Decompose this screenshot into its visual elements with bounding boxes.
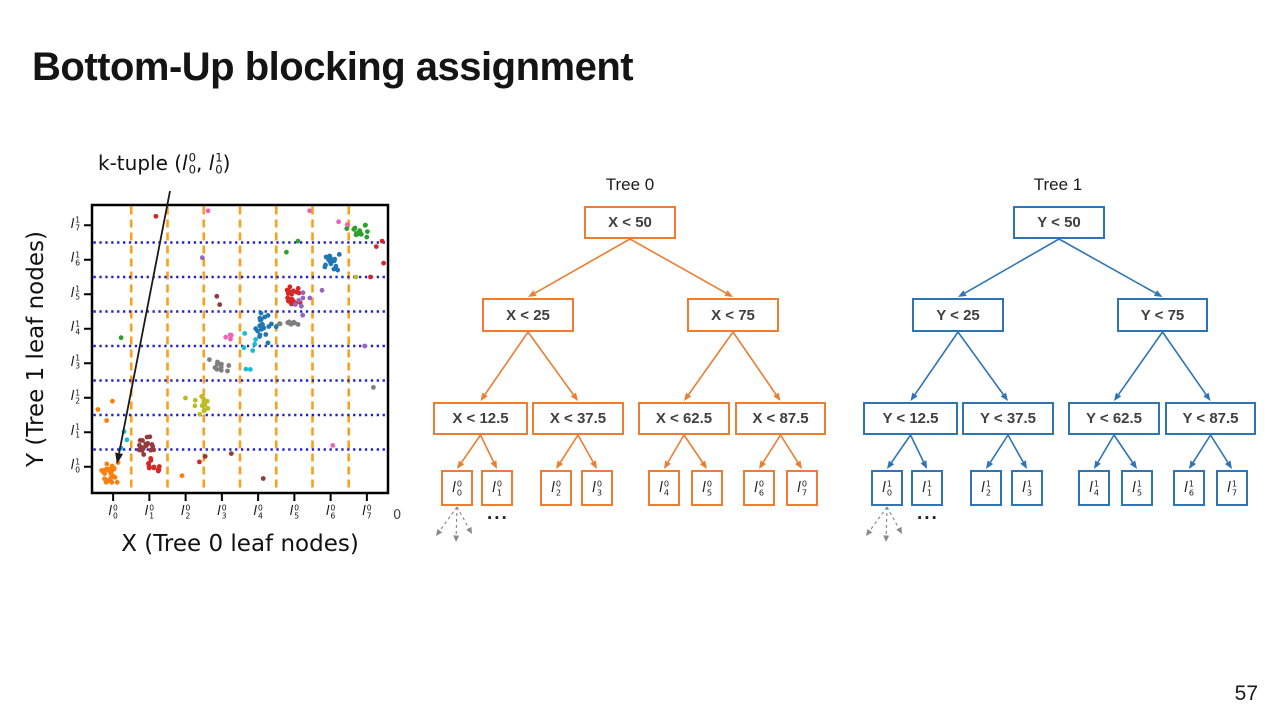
continuation-arrows xyxy=(436,506,472,542)
tree-node: X < 37.5 xyxy=(532,402,624,435)
tree-node: X < 50 xyxy=(584,206,676,239)
tree-node: Y < 12.5 xyxy=(863,402,958,435)
slide-title: Bottom-Up blocking assignment xyxy=(32,44,634,89)
continuation-arrows xyxy=(866,506,902,542)
tree-0-title: Tree 0 xyxy=(605,175,655,194)
tree-node: Y < 50 xyxy=(1013,206,1105,239)
scatter-points xyxy=(95,208,386,485)
tree-node: Y < 37.5 xyxy=(962,402,1054,435)
tree-connectors xyxy=(457,238,802,469)
tree-node: X < 12.5 xyxy=(433,402,528,435)
tree-node: Y < 75 xyxy=(1117,298,1208,332)
grid-lines xyxy=(93,206,387,492)
tree-node: X < 87.5 xyxy=(735,402,826,435)
tree-node: Y < 87.5 xyxy=(1165,402,1256,435)
tree-node: X < 25 xyxy=(482,298,574,332)
x-axis-label: X (Tree 0 leaf nodes) xyxy=(121,531,359,557)
tree-1-title: Tree 1 xyxy=(1033,175,1083,194)
y-axis-label: Y (Tree 1 leaf nodes) xyxy=(23,231,49,467)
tree-node: X < 62.5 xyxy=(638,402,730,435)
tree-1-ellipsis: ... xyxy=(917,503,939,524)
tree-node: X < 75 xyxy=(687,298,779,332)
page-number: 57 xyxy=(1234,682,1258,705)
annotation-arrow xyxy=(115,190,171,464)
axis-ticks xyxy=(84,224,368,501)
tree-node: Y < 62.5 xyxy=(1068,402,1160,435)
partial-x-tick-label: 0 xyxy=(393,508,402,523)
tree-0-ellipsis: ... xyxy=(487,503,509,524)
tree-node: Y < 25 xyxy=(912,298,1004,332)
tree-connectors xyxy=(887,238,1232,469)
